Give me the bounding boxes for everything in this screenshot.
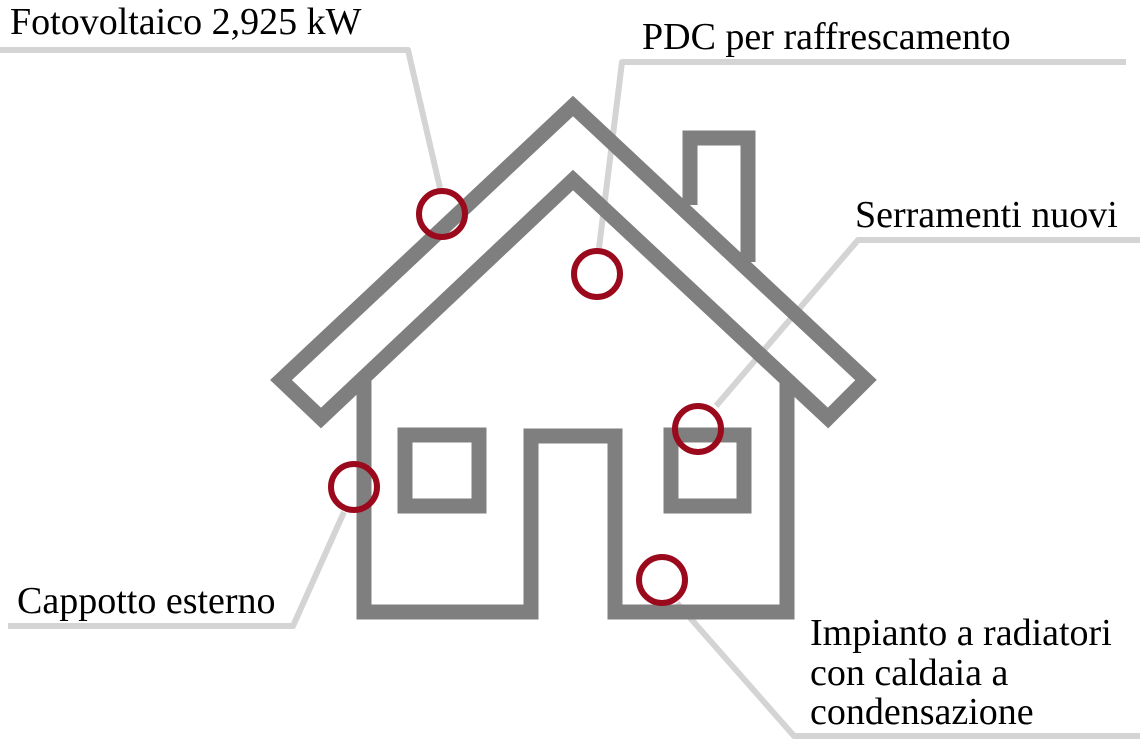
label-heating-line-1: Impianto a radiatori — [810, 612, 1112, 654]
chimney-outline — [682, 130, 756, 262]
marker-windows — [672, 403, 724, 455]
leader-photovoltaic — [0, 47, 443, 189]
left-window-outline — [397, 427, 487, 514]
label-insulation: Cappotto esterno — [17, 580, 276, 622]
label-photovoltaic: Fotovoltaico 2,925 kW — [10, 1, 362, 43]
roof-outline — [270, 95, 877, 429]
label-heat-pump: PDC per raffrescamento — [642, 16, 1011, 58]
leader-heat-pump — [596, 59, 1126, 249]
marker-heating — [636, 554, 688, 606]
leader-heating — [674, 601, 1140, 739]
house-icon — [270, 95, 877, 620]
marker-insulation — [328, 461, 380, 513]
label-windows: Serramenti nuovi — [855, 194, 1118, 236]
marker-photovoltaic — [416, 188, 468, 240]
label-heating-line-3: condensazione — [810, 691, 1034, 733]
label-heating-line-2: con caldaia a — [810, 652, 1008, 694]
wall-outline — [356, 374, 795, 620]
leader-insulation — [8, 510, 347, 629]
marker-heat-pump — [571, 248, 623, 300]
right-window-outline — [663, 427, 752, 514]
